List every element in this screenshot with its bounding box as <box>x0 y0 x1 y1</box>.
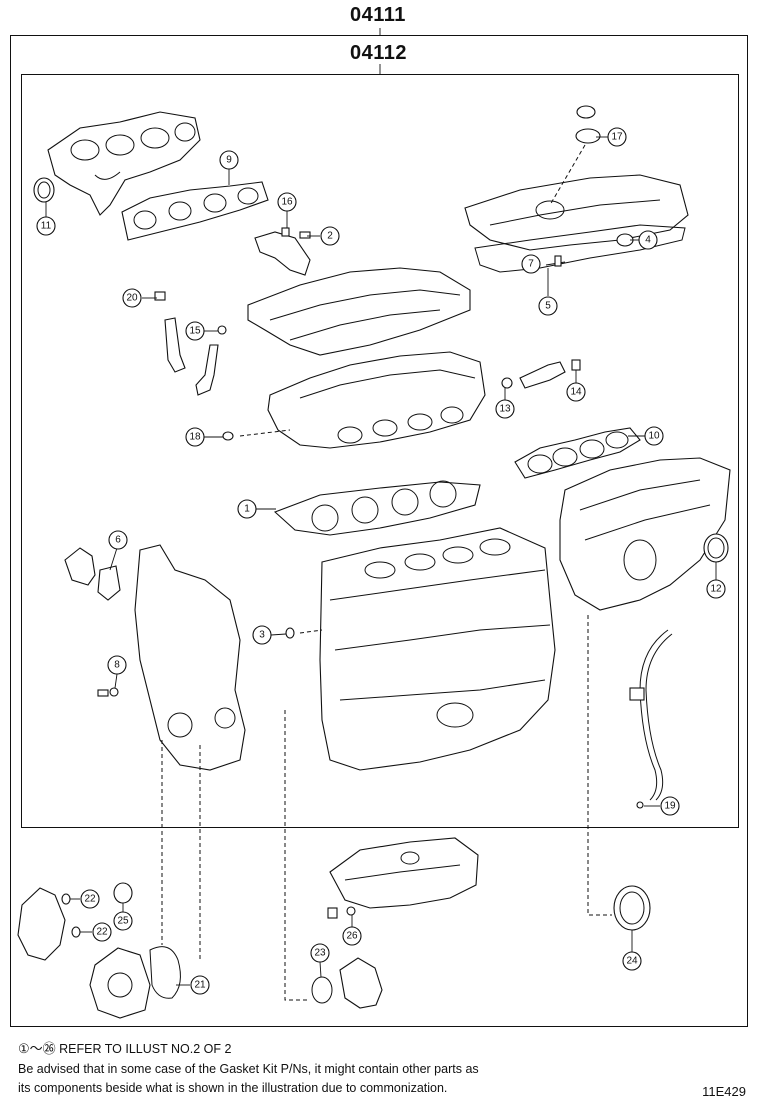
svg-text:7: 7 <box>528 259 534 270</box>
illustration-id: 11E429 <box>702 1084 746 1099</box>
svg-text:23: 23 <box>314 948 326 959</box>
drain-plug-part <box>327 906 356 919</box>
refer-text: REFER TO ILLUST NO.2 OF 2 <box>59 1042 232 1056</box>
callout-5: 5 <box>538 296 558 316</box>
intake-manifold-part <box>559 457 731 611</box>
seal-ring-part <box>33 177 55 203</box>
svg-text:10: 10 <box>648 431 660 442</box>
callout-13: 13 <box>495 399 515 419</box>
callout-19: 19 <box>660 796 680 816</box>
oil-pan-part <box>329 837 479 909</box>
callout-11: 11 <box>36 216 56 236</box>
intake-gasket-part <box>514 427 641 479</box>
o-ring-23-part <box>311 976 333 1004</box>
svg-text:22: 22 <box>84 894 96 905</box>
head-gasket-part <box>273 480 481 536</box>
callout-3: 3 <box>252 625 272 645</box>
callout-1: 1 <box>237 499 257 519</box>
callout-2: 2 <box>320 226 340 246</box>
svg-text:5: 5 <box>545 301 551 312</box>
svg-text:24: 24 <box>626 956 638 967</box>
svg-text:4: 4 <box>645 235 651 246</box>
callout-25: 24 <box>622 951 642 971</box>
svg-text:26: 26 <box>346 931 358 942</box>
cylinder-head-part <box>267 351 486 449</box>
svg-text:13: 13 <box>499 404 511 415</box>
rear-oil-seal-part <box>613 885 651 931</box>
callout-17: 17 <box>607 127 627 147</box>
svg-text:16: 16 <box>281 197 293 208</box>
callout-8: 8 <box>107 655 127 675</box>
dipstick-guide-part <box>629 629 673 809</box>
manifold-seal-part <box>703 533 729 563</box>
callout-4: 4 <box>638 230 658 250</box>
callout-layer: 11 9 16 2 20 15 17 4 7 5 18 13 14 10 1 6… <box>36 127 726 995</box>
callout-16: 16 <box>277 192 297 212</box>
svg-text:20: 20 <box>126 293 138 304</box>
svg-text:9: 9 <box>226 155 232 166</box>
callout-6: 6 <box>108 530 128 550</box>
timing-cover-part <box>97 544 246 771</box>
callout-22a: 22 <box>80 889 100 909</box>
refer-note: ①～㉖ REFER TO ILLUST NO.2 OF 2 <box>18 1040 231 1058</box>
callout-18: 18 <box>185 427 205 447</box>
exhaust-manifold-part <box>47 111 201 216</box>
callout-26: 26 <box>342 926 362 946</box>
pump-gasket-part <box>149 946 181 999</box>
kit-number-outer: 04111 <box>350 4 406 26</box>
callout-22b: 22 <box>92 922 112 942</box>
svg-text:19: 19 <box>664 801 676 812</box>
inner-kit-frame <box>21 74 739 828</box>
callout-10: 10 <box>644 426 664 446</box>
svg-text:21: 21 <box>194 980 206 991</box>
refer-range: ①～㉖ <box>18 1041 56 1056</box>
outer-kit-frame <box>10 35 748 1027</box>
o-ring-small-part <box>222 431 234 441</box>
valve-part <box>154 291 227 396</box>
svg-text:1: 1 <box>244 504 250 515</box>
svg-text:12: 12 <box>710 584 722 595</box>
svg-text:25: 25 <box>117 916 129 927</box>
head-cover-part <box>464 174 689 251</box>
callout-20: 20 <box>122 288 142 308</box>
callout-14: 14 <box>566 382 586 402</box>
bracket-part <box>254 227 311 276</box>
svg-text:15: 15 <box>189 326 201 337</box>
exploded-parts-diagram <box>17 28 731 1019</box>
head-cover-gasket-part <box>474 224 686 273</box>
callout-12: 12 <box>706 579 726 599</box>
svg-text:6: 6 <box>115 535 121 546</box>
cylinder-block-part <box>319 527 556 771</box>
svg-text:2: 2 <box>327 231 333 242</box>
callout-24: 25 <box>113 911 133 931</box>
svg-text:3: 3 <box>259 630 265 641</box>
svg-text:22: 22 <box>96 927 108 938</box>
oil-strainer-part <box>339 957 383 1009</box>
svg-text:11: 11 <box>41 221 52 232</box>
svg-text:18: 18 <box>189 432 201 443</box>
svg-text:8: 8 <box>114 660 120 671</box>
callout-23: 23 <box>310 943 330 963</box>
camshaft-housing-part <box>247 267 471 356</box>
advice-line-2: its components beside what is shown in t… <box>18 1081 448 1095</box>
callout-21: 21 <box>190 975 210 995</box>
bolt-part <box>545 255 566 267</box>
callout-15: 15 <box>185 321 205 341</box>
svg-text:14: 14 <box>570 387 582 398</box>
water-outlet-part <box>64 547 121 601</box>
oil-filler-cap-part <box>575 105 601 144</box>
advice-line-1: Be advised that in some case of the Gask… <box>18 1062 479 1076</box>
o-ring-part <box>285 627 295 639</box>
callout-9: 9 <box>219 150 239 170</box>
water-pump-part <box>17 887 151 1019</box>
kit-number-inner: 04112 <box>350 42 408 64</box>
exhaust-gasket-part <box>121 181 269 241</box>
injector-part <box>501 359 581 389</box>
svg-text:17: 17 <box>611 132 623 143</box>
callout-7: 7 <box>521 254 541 274</box>
